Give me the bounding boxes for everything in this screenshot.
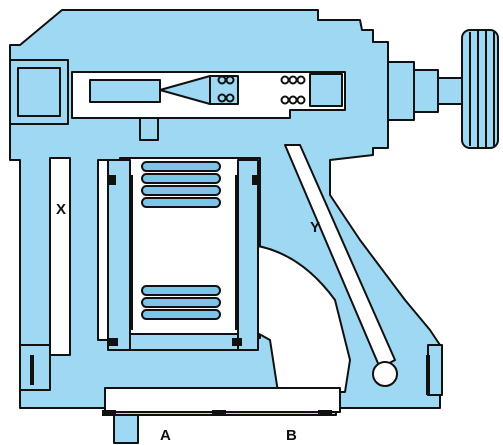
- main-spring-lower: [141, 285, 221, 320]
- label-x: X: [56, 201, 66, 218]
- y-channel: [284, 144, 396, 369]
- adjustment-knob: [461, 29, 499, 149]
- port-stub: [113, 414, 139, 444]
- main-spool: [107, 159, 259, 351]
- adjustment-screw: [387, 61, 469, 121]
- right-lower-cap: [427, 344, 443, 396]
- check-ball: [372, 361, 398, 387]
- pilot-link: [139, 117, 159, 141]
- main-spring-upper: [141, 161, 221, 208]
- label-b: B: [286, 427, 297, 444]
- label-a: A: [160, 427, 171, 444]
- left-lower-cap: [19, 344, 51, 391]
- pilot-spring: [217, 75, 306, 105]
- pilot-spring-seat: [309, 73, 343, 107]
- label-y: Y: [310, 219, 320, 236]
- seals: [30, 175, 430, 416]
- left-end-cap: [9, 59, 69, 125]
